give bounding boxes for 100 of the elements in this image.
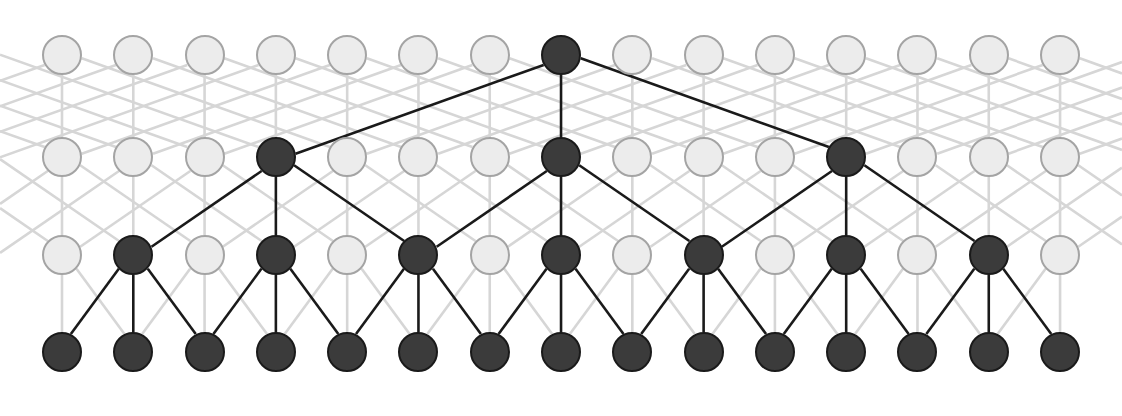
connection-line xyxy=(0,169,49,205)
connection-line xyxy=(0,78,188,149)
highlighted-node-circle xyxy=(1040,332,1081,372)
connection-line xyxy=(773,74,777,138)
connection-line xyxy=(60,74,64,138)
node-circle xyxy=(612,235,653,275)
node-circle xyxy=(968,35,1009,75)
node-circle xyxy=(255,35,296,75)
node-circle xyxy=(1040,35,1081,75)
node-circle xyxy=(184,137,225,177)
node-circle xyxy=(113,137,154,177)
connection-line xyxy=(717,268,768,335)
node-circle xyxy=(897,35,938,75)
connection-line xyxy=(773,274,777,333)
highlighted-node-circle xyxy=(897,332,938,372)
connection-line xyxy=(1002,268,1053,335)
connection-line xyxy=(0,104,117,149)
node-circle xyxy=(327,137,368,177)
connection-line xyxy=(345,74,349,138)
connection-line xyxy=(987,274,991,333)
connection-line xyxy=(568,268,619,335)
highlighted-node-circle xyxy=(255,332,296,372)
highlighted-node-circle xyxy=(541,332,581,372)
connection-line xyxy=(1008,57,1122,101)
highlighted-node-circle xyxy=(826,235,867,275)
node-circle xyxy=(398,137,439,177)
connection-line xyxy=(916,74,919,138)
connection-line xyxy=(631,274,634,333)
node-circle xyxy=(897,137,938,177)
connection-line xyxy=(203,274,206,333)
node-circle xyxy=(1040,137,1081,177)
highlighted-node-circle xyxy=(42,332,82,372)
node-circle xyxy=(754,137,795,177)
node-circle xyxy=(184,235,225,275)
connection-line xyxy=(916,274,919,333)
connection-line xyxy=(0,63,46,83)
connection-line xyxy=(559,74,563,138)
node-circle xyxy=(683,137,724,177)
connection-line xyxy=(0,63,259,159)
node-circle xyxy=(612,137,653,177)
connection-line xyxy=(844,176,848,236)
connection-line xyxy=(559,176,563,236)
highlighted-node-circle xyxy=(541,35,581,75)
connection-line xyxy=(488,274,492,333)
connection-line xyxy=(503,268,554,335)
node-circle xyxy=(683,35,724,75)
connection-line xyxy=(417,74,420,138)
highlighted-node-circle xyxy=(541,235,581,275)
connection-line xyxy=(132,176,135,236)
connection-line xyxy=(936,57,1122,126)
connection-line xyxy=(559,274,563,333)
highlighted-node-circle xyxy=(469,332,510,372)
connection-line xyxy=(203,176,206,236)
connection-line xyxy=(274,176,278,236)
connection-line xyxy=(936,86,1122,155)
node-circle xyxy=(113,35,154,75)
connection-line xyxy=(212,268,263,335)
highlighted-node-circle xyxy=(398,235,439,275)
connection-line xyxy=(274,274,278,333)
highlighted-node-circle xyxy=(541,137,581,177)
node-circle xyxy=(327,235,368,275)
node-circle xyxy=(398,35,439,75)
node-circle xyxy=(1040,235,1081,275)
connection-line xyxy=(0,63,188,134)
connection-line xyxy=(274,74,278,138)
connection-line xyxy=(0,169,120,254)
highlighted-node-circle xyxy=(754,332,795,372)
connection-line xyxy=(60,176,64,236)
highlighted-node-circle xyxy=(255,137,296,177)
connection-line xyxy=(497,268,548,335)
connection-line xyxy=(1079,137,1122,155)
node-circle xyxy=(469,235,510,275)
highlighted-node-circle xyxy=(683,235,724,275)
connection-line xyxy=(1077,164,1122,197)
highlighted-node-circle xyxy=(113,235,154,275)
highlighted-node-circle xyxy=(826,137,867,177)
node-circle xyxy=(968,137,1009,177)
node-circle xyxy=(754,35,795,75)
node-circle xyxy=(612,35,653,75)
connection-line xyxy=(0,53,259,149)
highlighted-node-circle xyxy=(612,332,653,372)
connection-line xyxy=(360,268,411,335)
node-circle xyxy=(42,35,82,75)
highlighted-node-circle xyxy=(184,332,225,372)
connection-line xyxy=(916,176,919,236)
connection-line xyxy=(283,268,334,335)
connection-line xyxy=(345,176,349,236)
connection-line xyxy=(0,129,46,149)
connection-line xyxy=(417,176,420,236)
connection-line xyxy=(782,268,833,335)
connection-line xyxy=(631,74,634,138)
connection-line xyxy=(702,274,705,333)
highlighted-node-circle xyxy=(327,332,368,372)
connection-line xyxy=(354,268,405,335)
connection-line xyxy=(987,74,991,138)
highlighted-node-circle xyxy=(968,235,1009,275)
connection-line xyxy=(69,268,120,335)
connection-line xyxy=(987,176,991,236)
connection-line xyxy=(218,268,269,335)
connection-line xyxy=(844,274,848,333)
